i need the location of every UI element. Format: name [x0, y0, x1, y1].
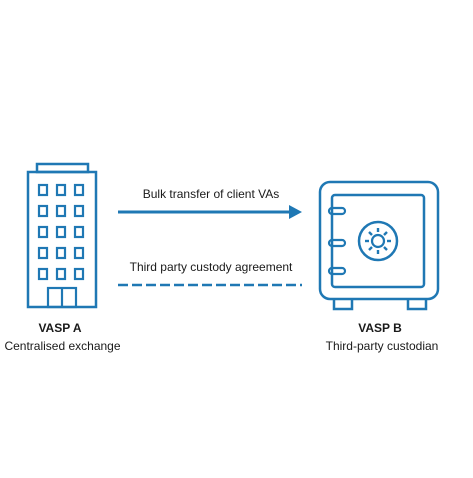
vasp-b-subtitle: Third-party custodian	[325, 339, 439, 353]
custody-agreement-label: Third party custody agreement	[129, 260, 293, 274]
transfer-label: Bulk transfer of client VAs	[142, 187, 280, 201]
safe-vault-icon	[318, 180, 440, 311]
vasp-b-title: VASP B	[358, 321, 402, 335]
office-building-icon	[26, 162, 98, 309]
transfer-arrow	[118, 205, 302, 219]
vasp-a-title: VASP A	[38, 321, 82, 335]
vasp-a-subtitle: Centralised exchange	[4, 339, 121, 353]
